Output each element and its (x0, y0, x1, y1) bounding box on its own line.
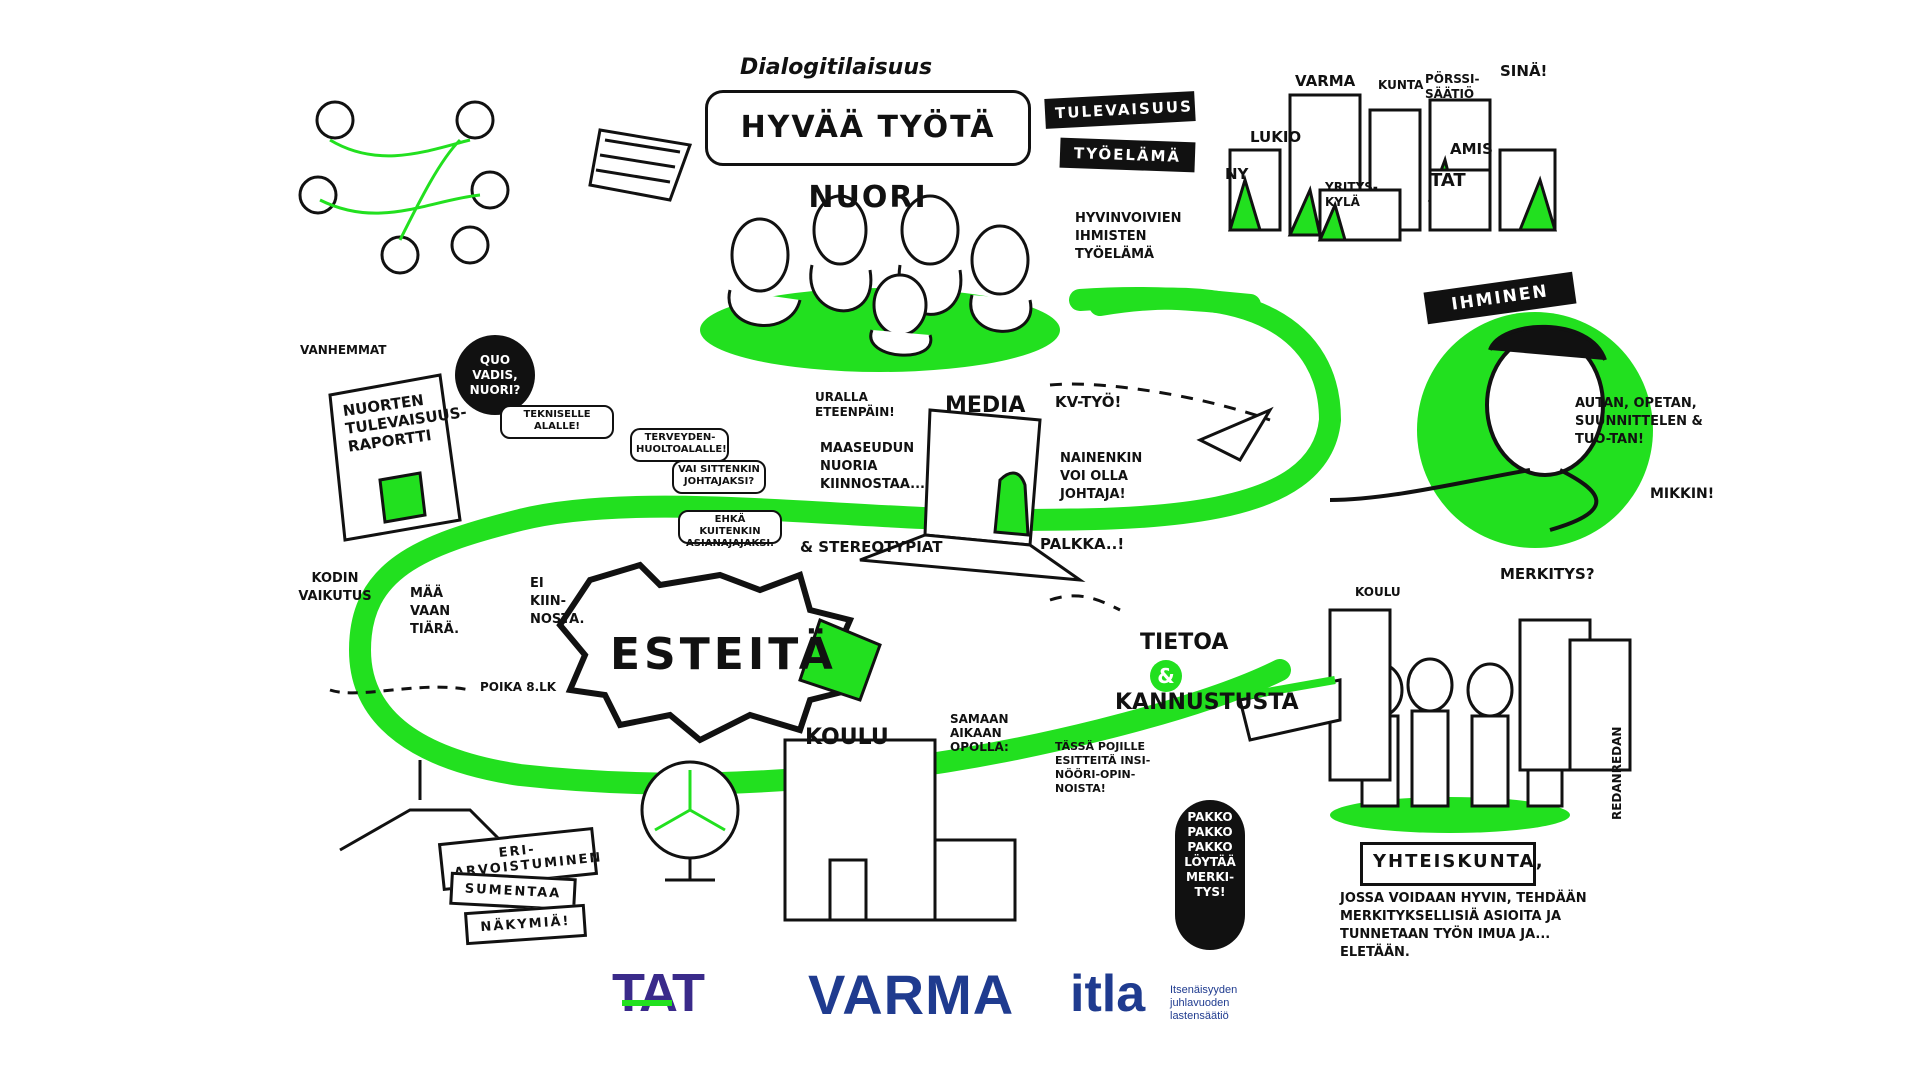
notebook-doodle (588, 128, 693, 202)
signature-label: REDANREDAN (1610, 726, 1624, 820)
org-sina: SINÄ! (1500, 62, 1548, 80)
laptop (859, 408, 1086, 583)
mikkin-label: MIKKIN! (1650, 486, 1715, 502)
city-buildings (1328, 608, 1632, 782)
fan-doodle (640, 760, 740, 882)
main-title: HYVÄÄ TYÖTÄ NUORI (705, 90, 1031, 215)
dialog-label: Dialogitilaisuus (740, 55, 933, 80)
org-amis: AMIS (1450, 140, 1493, 158)
koulu-top-label: KOULU (1355, 585, 1401, 599)
org-varma: VARMA (1295, 72, 1356, 90)
itla-subtitle: Itsenäisyyden juhlavuoden lastensäätiö (1170, 984, 1238, 1022)
school-building (783, 738, 1017, 922)
stereotypiat-label: & STEREOTYPIAT (800, 538, 943, 556)
org-buildings (1227, 93, 1558, 242)
terveyden-text: TERVEYDEN-HUOLTOALALLE! (636, 432, 727, 455)
yhteiskunta-banner: YHTEISKUNTA, (1360, 842, 1543, 886)
org-kunta: KUNTA (1378, 78, 1424, 92)
uralla-label: URALLA ETEENPÄIN! (815, 390, 895, 419)
johtajaksi-text: VAI SITTENKIN JOHTAJAKSI? (678, 464, 760, 487)
eikiinnosta-label: EI KIIN-NOSTA. (530, 576, 585, 627)
esteita-burst (556, 561, 855, 744)
media-label: MEDIA (945, 393, 1026, 418)
org-yrityskyla: YRITYS-KYLÄ (1325, 180, 1378, 209)
yhteiskunta-text: JOSSA VOIDAAN HYVIN, TEHDÄÄN MERKITYKSEL… (1340, 891, 1587, 960)
discussion-doodle (298, 100, 510, 275)
quovadis-bubble: QUO VADIS, NUORI? (455, 335, 535, 415)
org-lukio: LUKIO (1250, 128, 1302, 146)
kvtyo-label: KV-TYÖ! (1055, 393, 1122, 411)
merkitys-label: MERKITYS? (1500, 565, 1595, 583)
org-ny: NY (1225, 165, 1249, 183)
quovadis-text: QUO VADIS, NUORI? (469, 353, 521, 397)
asianajajaksi-bubble: EHKÄ KUITENKIN ASIANAJAJAKSI. (678, 510, 782, 549)
people-group (727, 194, 1033, 357)
pakko-text: PAKKO PAKKO PAKKO LÖYTÄÄ MERKI-TYS! (1184, 810, 1236, 899)
esteita-label: ESTEITÄ (610, 629, 837, 680)
org-porssisaatio: PÖRSSI-SÄÄTIÖ (1425, 72, 1480, 101)
mitat-label: MÄÄ VAAN TIÄRÄ. (410, 586, 460, 637)
paper-plane (1196, 406, 1274, 462)
koulu-label: KOULU (805, 725, 889, 750)
tat-logo: TAT (612, 963, 705, 1023)
tietoa-label: TIETOA (1140, 630, 1229, 655)
asianajajaksi-text: EHKÄ KUITENKIN ASIANAJAJAKSI. (686, 514, 774, 549)
ihminen-figure (1329, 324, 1607, 532)
varma-logo: VARMA (808, 963, 1015, 1026)
itla-logo: itla (1070, 965, 1146, 1023)
tassa-label: TÄSSÄ POJILLE ESITTEITÄ INSI-NÖÖRI-OPIN-… (1055, 740, 1151, 795)
sign-tyoelama: TYÖELÄMÄ (1059, 137, 1196, 173)
tat-logo-accent (622, 1000, 672, 1006)
kannustusta-label: KANNUSTUSTA (1115, 690, 1299, 715)
poika-label: POIKA 8.LK (480, 680, 557, 694)
pakko-bubble: PAKKO PAKKO PAKKO LÖYTÄÄ MERKI-TYS! (1175, 800, 1245, 950)
cliff (339, 808, 502, 852)
palkka-label: PALKKA..! (1040, 535, 1125, 553)
report-doodle (328, 373, 462, 542)
teknisille-text: TEKNISELLE ALALLE! (523, 409, 591, 432)
maaseudun-label: MAASEUDUN NUORIA KIINNOSTAA... (820, 441, 925, 492)
sign-note: HYVINVOIVIEN IHMISTEN TYÖELÄMÄ (1075, 211, 1182, 262)
nainenkin-label: NAINENKIN VOI OLLA JOHTAJA! (1060, 451, 1143, 502)
samaan-label: SAMAAN AIKAAN OPOLLA: (950, 712, 1009, 754)
yhteiskunta-title: YHTEISKUNTA, (1373, 851, 1545, 872)
vanhemmat-label: VANHEMMAT (300, 343, 387, 357)
teknisille-bubble: TEKNISELLE ALALLE! (500, 405, 614, 439)
amp-badge: & (1150, 660, 1182, 692)
autan-label: AUTAN, OPETAN, SUUNNITTELEN & TUO-TAN! (1575, 396, 1703, 447)
kodin-label: KODIN VAIKUTUS (298, 571, 372, 604)
terveyden-bubble: TERVEYDEN-HUOLTOALALLE! (630, 428, 729, 462)
johtajaksi-bubble: VAI SITTENKIN JOHTAJAKSI? (672, 460, 766, 494)
org-tat: TAT (1430, 170, 1466, 191)
